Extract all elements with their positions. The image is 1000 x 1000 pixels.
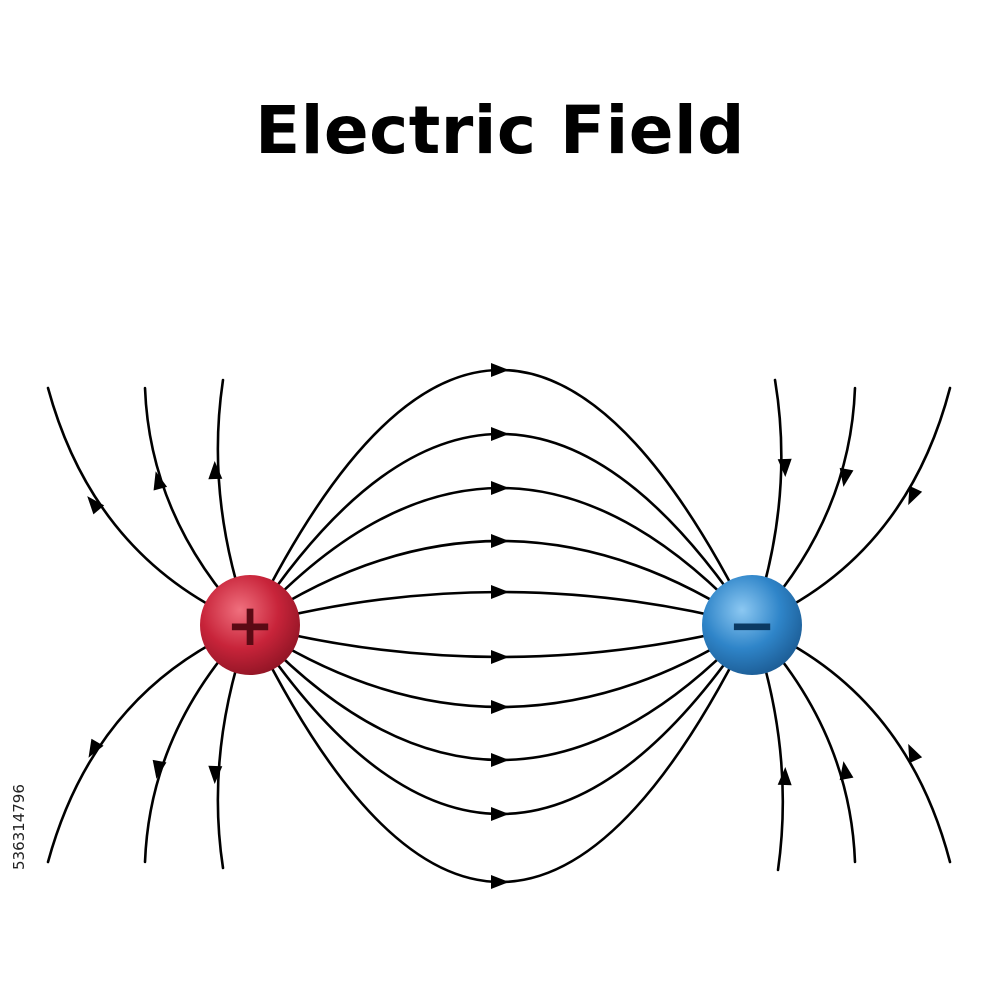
- field-arrow-right: [491, 650, 509, 664]
- field-arrow-right: [491, 585, 509, 599]
- negative-sign: −: [728, 591, 777, 659]
- field-arrow-right: [491, 481, 509, 495]
- positive-charge-sphere: [200, 575, 300, 675]
- field-arrow-inward: [908, 743, 923, 764]
- positive-sign: +: [226, 591, 275, 659]
- field-line: [248, 623, 754, 884]
- field-arrow-outward: [87, 496, 105, 515]
- negative-charge: −: [702, 575, 802, 675]
- field-arrow-outward: [88, 738, 104, 758]
- field-arrow-inward: [839, 761, 854, 781]
- positive-charge: +: [200, 575, 300, 675]
- field-arrow-inward: [908, 485, 923, 506]
- field-arrow-right: [491, 700, 509, 714]
- field-line: [248, 623, 754, 762]
- field-line: [248, 368, 754, 627]
- field-arrow-right: [491, 363, 509, 377]
- field-arrow-right: [491, 534, 509, 548]
- field-arrow-right: [491, 807, 509, 821]
- field-line: [248, 432, 754, 627]
- field-line: [248, 486, 754, 627]
- field-arrow-outward: [152, 759, 167, 779]
- field-line: [248, 623, 754, 816]
- field-lines: [46, 368, 952, 884]
- field-arrow-inward: [839, 467, 854, 487]
- field-arrow-right: [491, 427, 509, 441]
- field-arrow-right: [491, 875, 509, 889]
- field-line: [248, 590, 754, 627]
- field-arrow-outward: [208, 765, 223, 784]
- field-arrow-inward: [777, 458, 792, 477]
- field-arrow-outward: [208, 461, 223, 480]
- field-arrows: [87, 363, 923, 889]
- diagram-title: Electric Field: [255, 92, 745, 169]
- field-arrow-right: [491, 753, 509, 767]
- field-line: [248, 623, 754, 659]
- field-arrow-inward: [777, 767, 792, 786]
- negative-charge-sphere: [702, 575, 802, 675]
- field-arrow-outward: [153, 471, 168, 491]
